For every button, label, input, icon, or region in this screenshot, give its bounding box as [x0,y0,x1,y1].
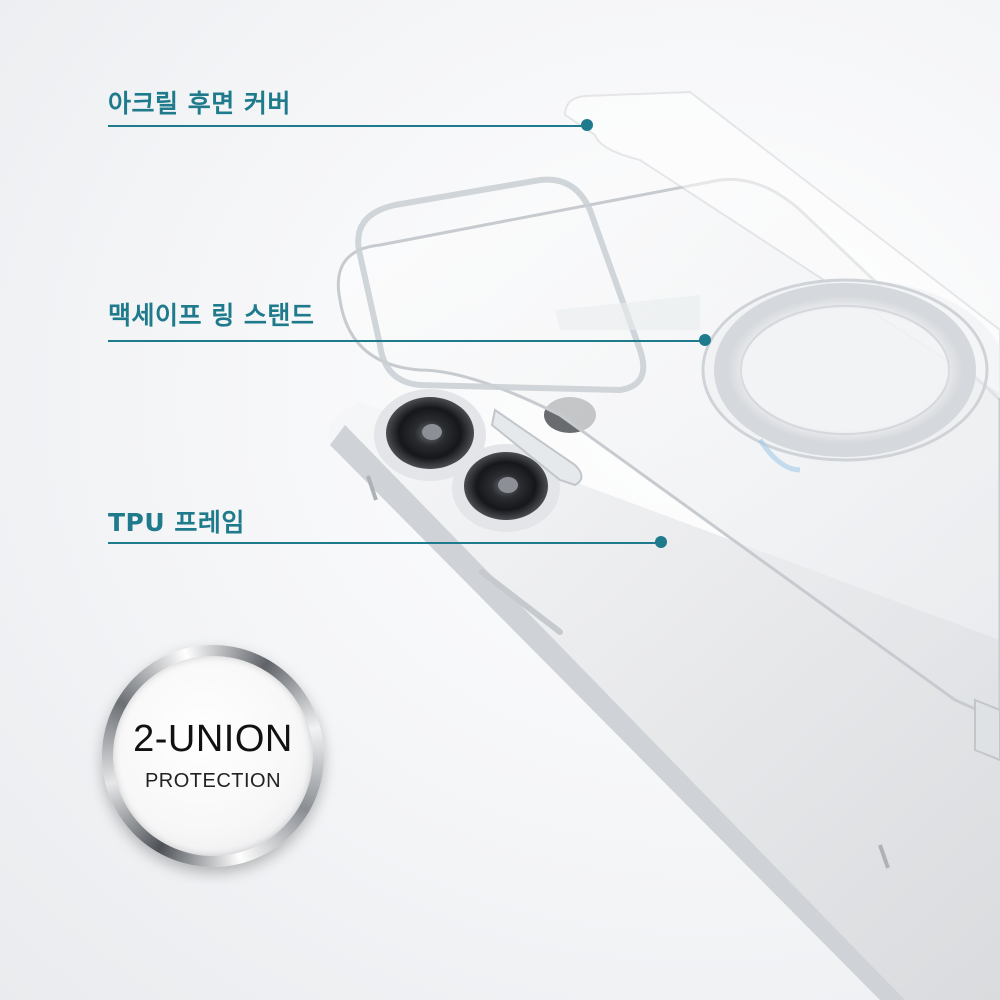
callout-line-tpu-frame [108,542,660,544]
callout-label-acrylic-cover: 아크릴 후면 커버 [108,89,291,118]
magsafe-ring-stand [701,278,1000,473]
badge-subtitle: PROTECTION [144,770,282,792]
camera-lenses [374,389,596,532]
callout-label-magsafe-ring: 맥세이프 링 스탠드 [108,301,315,330]
callout-dot-tpu-frame [655,536,667,548]
callout-line-magsafe-ring [108,340,704,342]
badge-title: 2-UNION [133,718,293,760]
protection-badge-face: 2-UNION PROTECTION [113,656,313,856]
protection-badge: 2-UNION PROTECTION [102,645,324,867]
callout-dot-magsafe-ring [699,334,711,346]
callout-line-acrylic-cover [108,125,586,127]
callout-dot-acrylic-cover [581,119,593,131]
callout-label-tpu-frame: TPU 프레임 [108,508,245,537]
phone-body [328,402,1000,1000]
